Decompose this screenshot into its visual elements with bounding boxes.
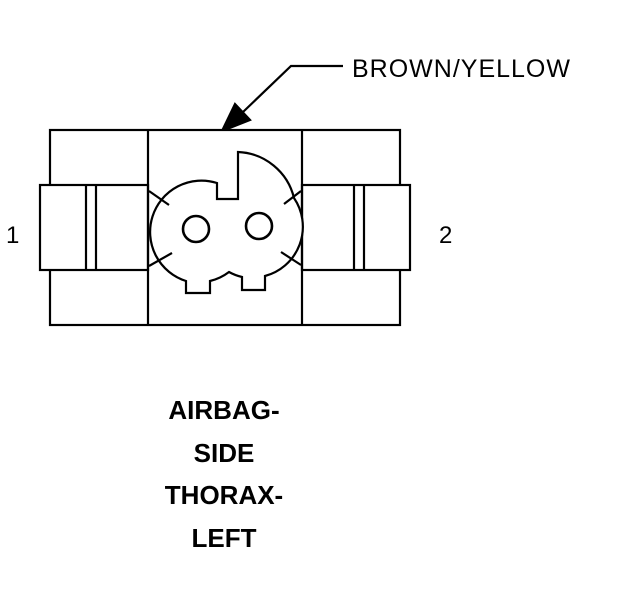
chamfer-bottom-left [148, 252, 173, 267]
chamfer-top-right [283, 190, 302, 205]
pin-number-2: 2 [439, 222, 452, 249]
caption-line-2: SIDE [194, 438, 255, 468]
right-lock-tab [300, 183, 412, 272]
diagram-text: BROWN/YELLOW 1 2 AIRBAG- SIDE THORAX- LE… [6, 55, 571, 553]
pin-number-1: 1 [6, 222, 19, 249]
terminal-cavity [149, 150, 304, 295]
wire-color-label: BROWN/YELLOW [352, 55, 571, 83]
left-lock-tab [38, 183, 150, 272]
diagram-linework [38, 64, 412, 327]
caption-line-1: AIRBAG- [168, 395, 279, 425]
chamfer-top-left [148, 190, 170, 206]
terminal-2 [244, 211, 274, 241]
caption-line-4: LEFT [192, 523, 257, 553]
caption-line-3: THORAX- [165, 480, 283, 510]
chamfer-bottom-right [280, 251, 302, 266]
arrowhead-icon [219, 102, 252, 134]
leader-line [242, 64, 343, 113]
terminal-1 [181, 214, 211, 244]
